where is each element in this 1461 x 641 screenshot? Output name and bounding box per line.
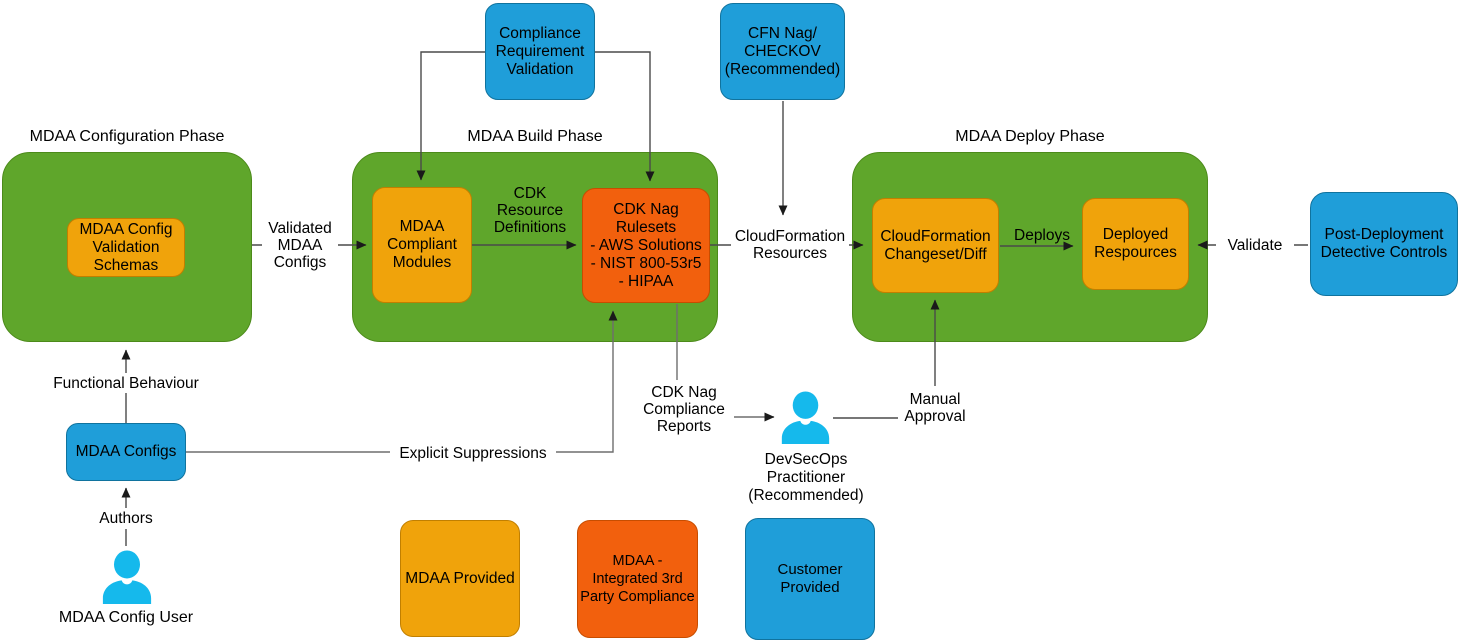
- edge-label-authors: Authors: [98, 508, 154, 529]
- mdaa-config-user-label: MDAA Config User: [58, 608, 194, 626]
- legend-customer-provided: Customer Provided: [745, 518, 875, 640]
- node-cfn-nag-checkov: CFN Nag/ CHECKOV (Recommended): [720, 3, 845, 100]
- node-cloudformation-changeset-diff: CloudFormation Changeset/Diff: [872, 198, 999, 293]
- deploy-phase-title: MDAA Deploy Phase: [955, 128, 1105, 145]
- node-mdaa-config-validation-schemas: MDAA Config Validation Schemas: [67, 218, 185, 277]
- node-mdaa-configs: MDAA Configs: [66, 423, 186, 481]
- edge-label-cdk-nag-compliance-reports: CDK Nag Compliance Reports: [634, 380, 734, 438]
- node-post-deployment-detective-controls: Post-Deployment Detective Controls: [1310, 192, 1458, 296]
- legend-mdaa-integrated-3rd-party: MDAA - Integrated 3rd Party Compliance: [577, 520, 698, 638]
- mdaa-config-user-icon: [99, 550, 155, 604]
- build-phase-title: MDAA Build Phase: [467, 128, 603, 145]
- edge-label-explicit-suppressions: Explicit Suppressions: [390, 443, 556, 464]
- devsecops-practitioner-label: DevSecOps Practitioner (Recommended): [748, 451, 864, 504]
- edge-label-validated-mdaa-configs: Validated MDAA Configs: [262, 220, 338, 271]
- edge-label-functional-behaviour: Functional Behaviour: [48, 373, 204, 393]
- node-mdaa-compliant-modules: MDAA Compliant Modules: [372, 187, 472, 303]
- devsecops-practitioner-icon: [779, 391, 832, 444]
- edge-label-validate: Validate: [1216, 236, 1294, 255]
- edge-label-cloudformation-resources: CloudFormation Resources: [731, 226, 849, 264]
- node-deployed-resources: Deployed Respources: [1082, 198, 1189, 290]
- edge-label-manual-approval: Manual Approval: [898, 386, 972, 430]
- node-cdk-nag-rulesets: CDK Nag Rulesets - AWS Solutions - NIST …: [582, 188, 710, 303]
- legend-mdaa-provided: MDAA Provided: [400, 520, 520, 637]
- edge-label-cdk-resource-definitions: CDK Resource Definitions: [493, 184, 567, 236]
- node-compliance-requirement-validation: Compliance Requirement Validation: [485, 3, 595, 100]
- edge-label-deploys: Deploys: [1014, 226, 1070, 244]
- config-phase-title: MDAA Configuration Phase: [29, 128, 225, 145]
